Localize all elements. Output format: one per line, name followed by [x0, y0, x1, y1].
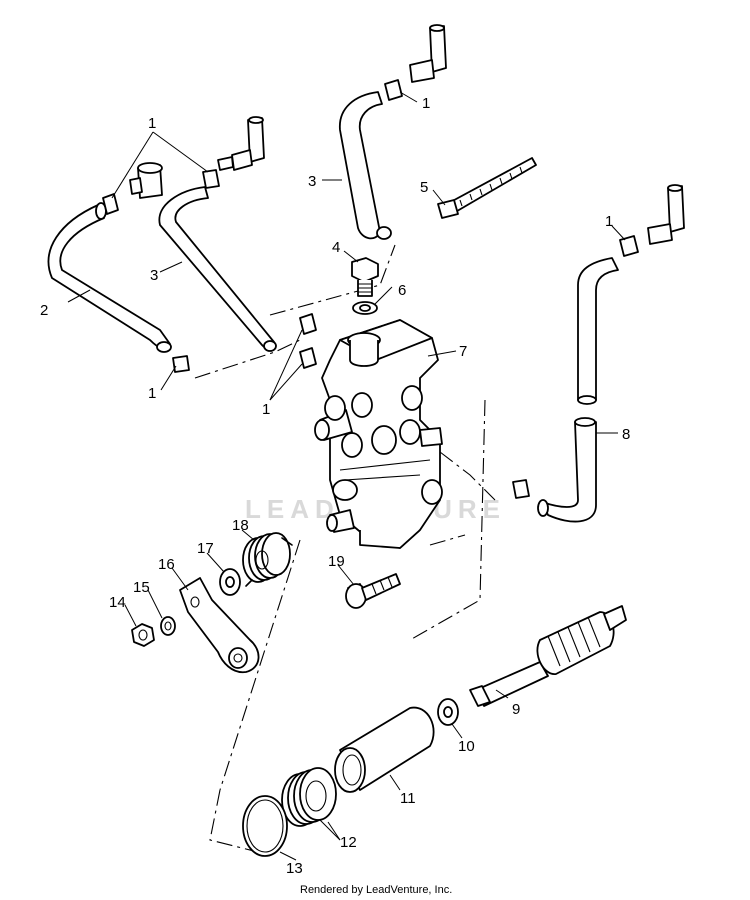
fitting-top	[409, 24, 447, 83]
bolt-4	[351, 257, 379, 297]
callout-3-left: 3	[150, 267, 158, 284]
seals-12	[281, 767, 337, 827]
washer-17	[219, 568, 241, 596]
callout-10: 10	[458, 738, 475, 755]
callout-13: 13	[286, 860, 303, 877]
callout-9: 9	[512, 701, 520, 718]
callout-12: 12	[340, 834, 357, 851]
callout-1-middle: 1	[262, 401, 270, 418]
cable-tie-5	[437, 157, 537, 219]
callout-19: 19	[328, 553, 345, 570]
assembly-dash-lines	[194, 244, 496, 856]
callout-4: 4	[332, 239, 340, 256]
nut-14	[131, 623, 155, 647]
hose-3-left	[158, 186, 277, 352]
callout-1-pair: 1	[148, 115, 156, 132]
callout-6: 6	[398, 282, 406, 299]
bushing-11	[334, 706, 435, 793]
fitting-left-top	[217, 116, 265, 171]
snap-ring-13	[242, 795, 288, 857]
footer-credit: Rendered by LeadVenture, Inc.	[300, 884, 452, 896]
callout-numbers: 1 1 1 1 1 2 3 3 4 5 6 7 8 9 10 11 12 13 …	[40, 95, 630, 877]
hose-3-top	[339, 91, 392, 240]
callout-7: 7	[459, 343, 467, 360]
callout-14: 14	[109, 594, 126, 611]
callout-16: 16	[158, 556, 175, 573]
clamps	[102, 79, 639, 499]
oil-pump-body	[314, 319, 443, 549]
spring-18	[242, 532, 293, 587]
hose-8	[537, 257, 619, 523]
washer-6	[352, 301, 378, 315]
callout-18: 18	[232, 517, 249, 534]
callout-1-top: 1	[422, 95, 430, 112]
callout-2: 2	[40, 302, 48, 319]
callout-15: 15	[133, 579, 150, 596]
washer-10	[437, 698, 459, 726]
tee-fitting	[129, 162, 163, 199]
callout-5: 5	[420, 179, 428, 196]
washer-15	[160, 616, 176, 636]
hose-2	[47, 202, 172, 353]
callout-1-right: 1	[605, 213, 613, 230]
callout-1-bottom-left: 1	[148, 385, 156, 402]
callout-17: 17	[197, 540, 214, 557]
bolt-19	[345, 573, 401, 609]
lever-16	[179, 577, 260, 674]
callout-8: 8	[622, 426, 630, 443]
leader-lines	[67, 91, 626, 861]
fitting-right	[647, 184, 685, 245]
gear-shaft-9	[469, 605, 627, 707]
callout-11: 11	[400, 790, 416, 807]
callout-3-top: 3	[308, 173, 316, 190]
